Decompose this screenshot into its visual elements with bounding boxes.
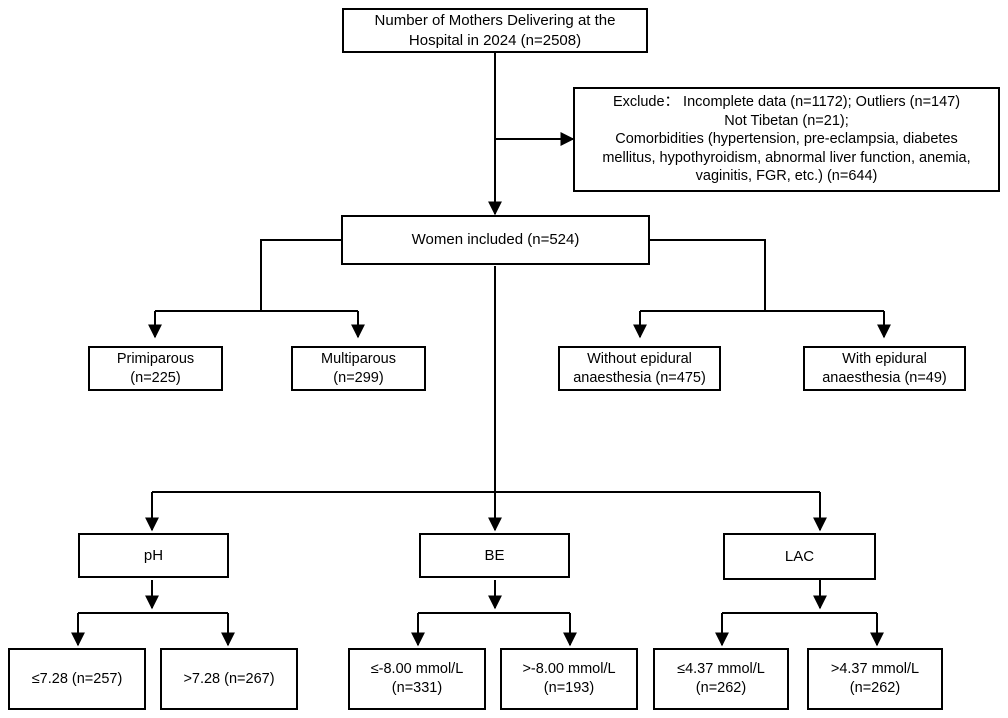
node-enrollment: Number of Mothers Delivering at the Hosp… [342,8,648,53]
node-lac-high: >4.37 mmol/L (n=262) [807,648,943,710]
node-be: BE [419,533,570,578]
node-without-epidural: Without epidural anaesthesia (n=475) [558,346,721,391]
line-included-right-branch [650,239,766,311]
node-exclusion-criteria: Exclude： Incomplete data (n=1172); Outli… [573,87,1000,192]
node-lac: LAC [723,533,876,580]
node-be-low: ≤-8.00 mmol/L (n=331) [348,648,486,710]
node-lac-low: ≤4.37 mmol/L (n=262) [653,648,789,710]
node-with-epidural: With epidural anaesthesia (n=49) [803,346,966,391]
node-ph-low: ≤7.28 (n=257) [8,648,146,710]
node-multiparous: Multiparous (n=299) [291,346,426,391]
node-women-included: Women included (n=524) [341,215,650,265]
node-ph: pH [78,533,229,578]
line-included-left-branch [155,239,341,312]
node-primiparous: Primiparous (n=225) [88,346,223,391]
node-be-high: >-8.00 mmol/L (n=193) [500,648,638,710]
node-ph-high: >7.28 (n=267) [160,648,298,710]
